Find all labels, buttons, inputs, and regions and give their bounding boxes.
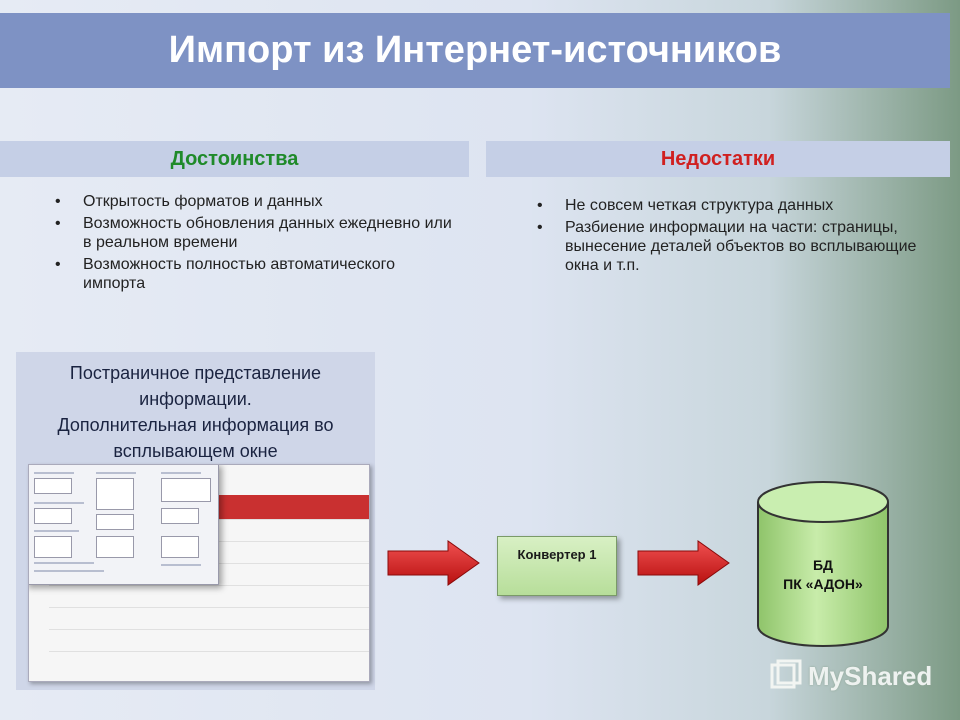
pros-item: Открытость форматов и данных	[55, 192, 455, 211]
popup-line	[34, 562, 94, 564]
pros-item: Возможность обновления данных ежедневно …	[55, 214, 455, 252]
popup-line	[34, 530, 79, 532]
popup-field	[96, 514, 134, 530]
popup-line	[34, 472, 74, 474]
screenshot-table-header	[214, 495, 369, 519]
popup-window-image	[29, 465, 219, 585]
screenshot-row	[49, 651, 369, 674]
popup-line	[34, 502, 84, 504]
database-label-line2: ПК «АДОН»	[783, 576, 863, 592]
popup-line	[96, 472, 136, 474]
database-cylinder-icon	[757, 481, 889, 647]
panel-caption: Постраничное представление информации. Д…	[16, 360, 375, 464]
popup-line	[34, 570, 104, 572]
converter-box: Конвертер 1	[497, 536, 617, 596]
popup-line	[161, 472, 201, 474]
pros-item: Возможность полностью автоматического им…	[55, 255, 455, 293]
title-bar: Импорт из Интернет-источников	[0, 13, 950, 88]
database-label: БД ПК «АДОН»	[756, 556, 890, 594]
arrow-right-icon	[637, 540, 730, 586]
pagination-panel: Постраничное представление информации. Д…	[16, 352, 375, 690]
myshared-logo-icon	[770, 659, 802, 689]
pros-list: Открытость форматов и данных Возможность…	[55, 192, 455, 296]
panel-caption-line2: Дополнительная информация во всплывающем…	[57, 415, 334, 461]
website-screenshot-image	[28, 464, 370, 682]
popup-field	[34, 478, 72, 494]
cons-heading: Недостатки	[486, 141, 950, 177]
popup-line	[161, 564, 201, 566]
popup-field	[161, 508, 199, 524]
converter-label: Конвертер 1	[517, 547, 597, 562]
watermark-text: MyShared	[808, 661, 933, 691]
cons-list: Не совсем четкая структура данных Разбие…	[537, 196, 937, 278]
screenshot-row	[49, 585, 369, 608]
database-label-line1: БД	[812, 557, 834, 573]
panel-caption-line1: Постраничное представление информации.	[69, 363, 322, 409]
cons-item: Разбиение информации на части: страницы,…	[537, 218, 937, 275]
myshared-watermark: MyShared	[770, 657, 950, 697]
pros-heading: Достоинства	[0, 141, 469, 177]
popup-field	[161, 536, 199, 558]
screenshot-row	[49, 629, 369, 652]
slide-title: Импорт из Интернет-источников	[168, 29, 782, 71]
popup-field	[34, 508, 72, 524]
cons-item: Не совсем четкая структура данных	[537, 196, 937, 215]
screenshot-row	[49, 607, 369, 630]
arrow-right-icon	[387, 540, 480, 586]
popup-field	[161, 478, 211, 502]
popup-field	[34, 536, 72, 558]
popup-field	[96, 478, 134, 510]
popup-field	[96, 536, 134, 558]
